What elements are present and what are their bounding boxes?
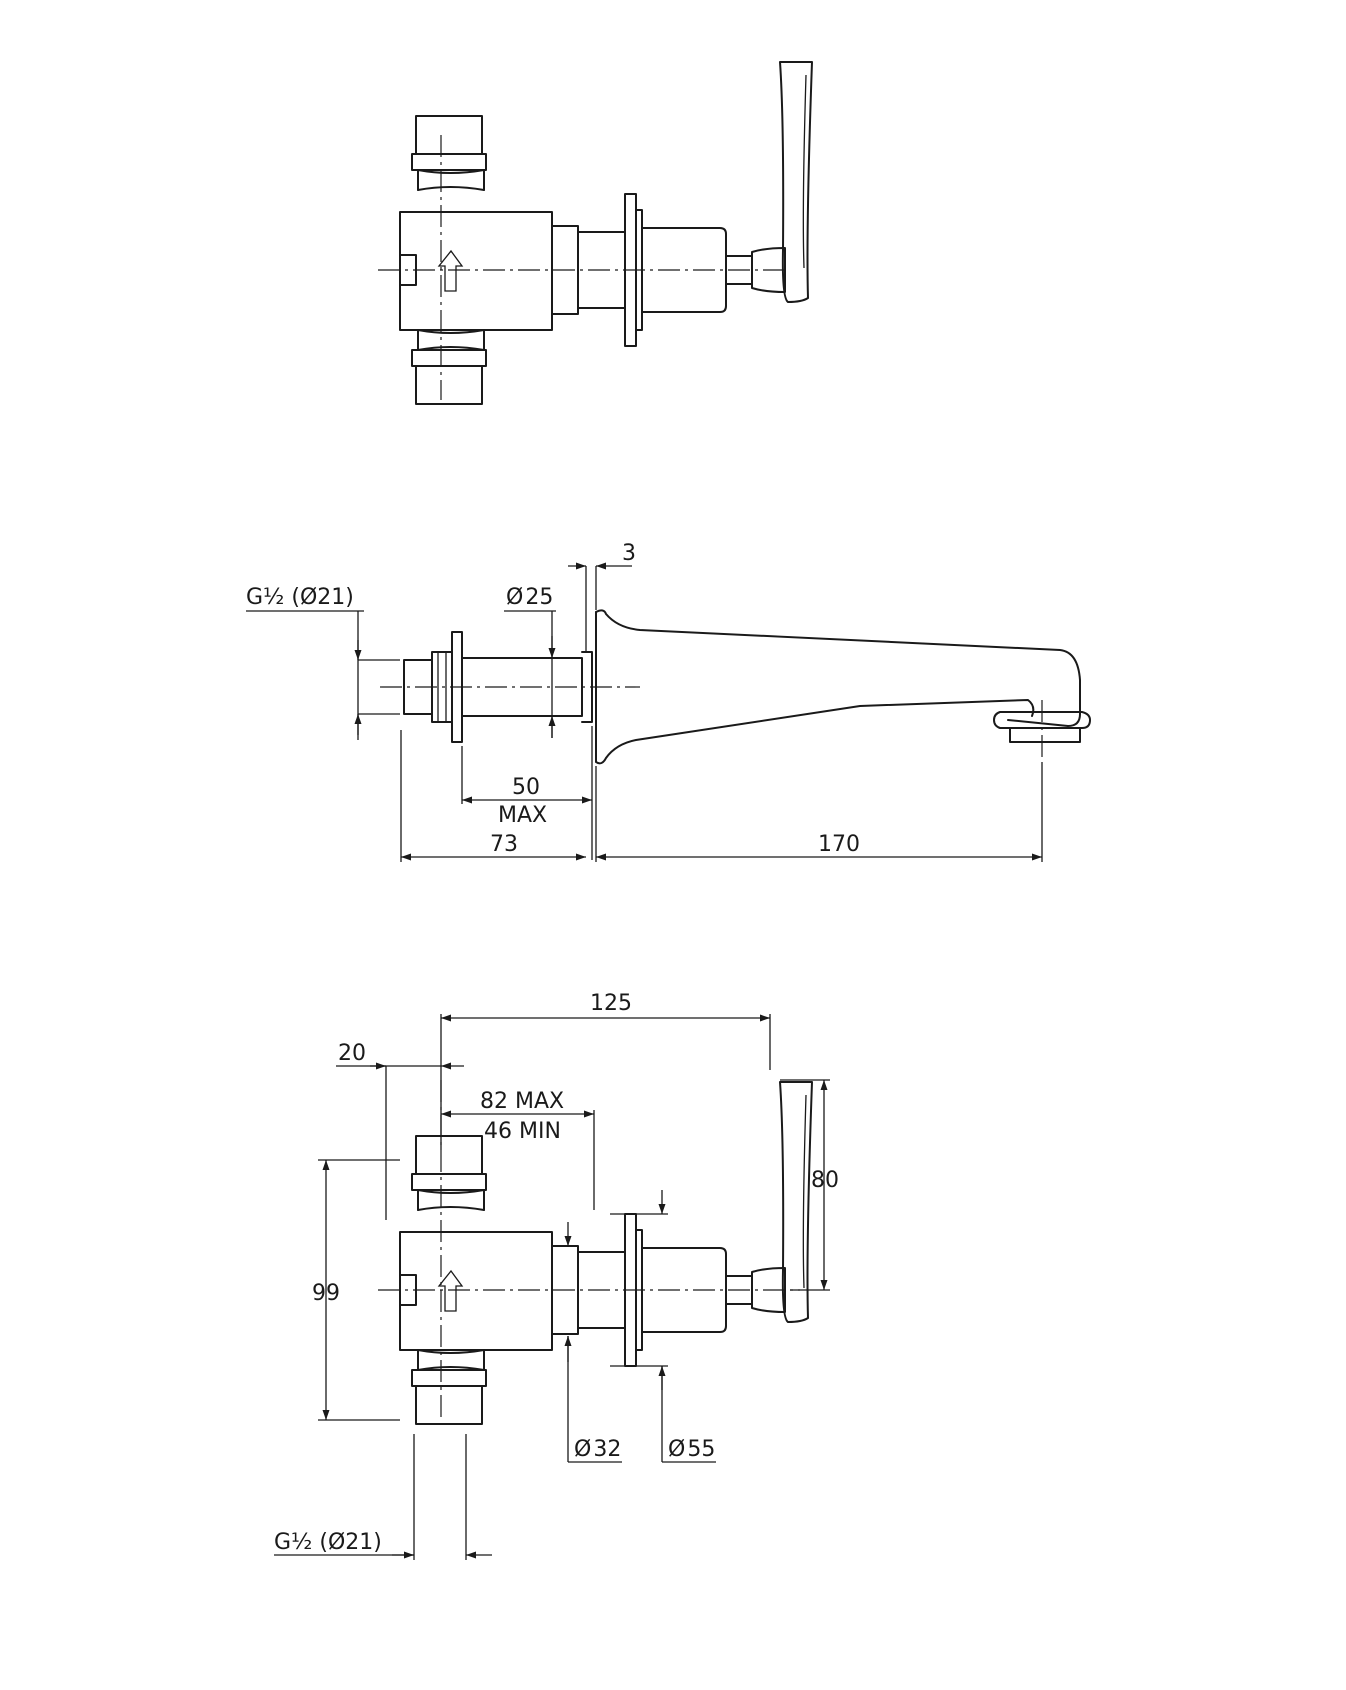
dim-50-label: 50 [512, 775, 540, 800]
dim-99-label: 99 [312, 1281, 340, 1306]
top-view-valve-with-lever [378, 61, 813, 405]
dia-25-label: Ø25 [506, 585, 553, 610]
dia-32-label: Ø32 [574, 1437, 621, 1462]
dim-73-label: 73 [490, 832, 518, 857]
dim-80-label: 80 [811, 1168, 839, 1193]
dim-max-label: MAX [498, 803, 547, 828]
dim-3-label: 3 [622, 541, 636, 566]
side-view-spout: G½ (Ø21) Ø25 3 50 MAX 73 170 [246, 541, 1091, 862]
dia-55-label: Ø55 [668, 1437, 715, 1462]
thread-label-bottom: G½ (Ø21) [274, 1530, 382, 1555]
dim-46-label: 46 MIN [484, 1119, 561, 1144]
dim-20-label: 20 [338, 1041, 366, 1066]
thread-label-side: G½ (Ø21) [246, 585, 354, 610]
dim-170-label: 170 [818, 832, 860, 857]
front-view-dimensioned: 125 20 82 MAX 46 MIN 80 99 Ø32 [274, 991, 839, 1560]
dim-82-label: 82 MAX [480, 1089, 564, 1114]
dim-125-label: 125 [590, 991, 632, 1016]
